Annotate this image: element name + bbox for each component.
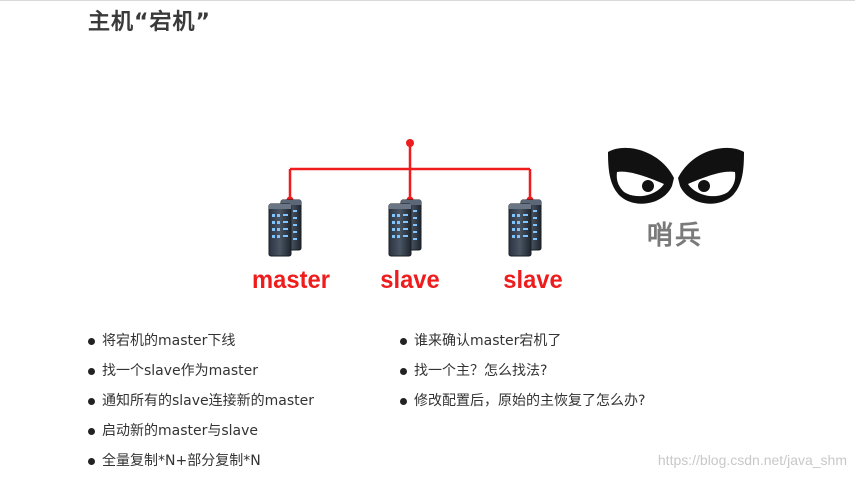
list-item: 启动新的master与slave	[88, 423, 314, 453]
server-icon	[388, 199, 422, 257]
list-item: 将宕机的master下线	[88, 333, 314, 363]
list-item-text: 修改配置后，原始的主恢复了怎么办?	[414, 393, 646, 409]
server-icon	[268, 199, 302, 257]
bullet-list-right: 谁来确认master宕机了 找一个主？怎么找法? 修改配置后，原始的主恢复了怎么…	[400, 333, 645, 423]
connection-lines	[288, 143, 532, 200]
bullet-list-left: 将宕机的master下线 找一个slave作为master 通知所有的slave…	[88, 333, 314, 483]
bullet-dot-icon	[88, 458, 95, 465]
page-title: 主机“宕机”	[88, 10, 211, 35]
bullet-dot-icon	[400, 398, 407, 405]
list-item-text: 启动新的master与slave	[102, 423, 259, 439]
node-label-slave: slave	[503, 266, 563, 294]
list-item-text: 通知所有的slave连接新的master	[102, 393, 315, 409]
node-label-master: master	[252, 266, 330, 294]
list-item-text: 找一个主？怎么找法?	[414, 363, 548, 379]
watermark: https://blog.csdn.net/java_shm	[657, 452, 847, 468]
list-item: 谁来确认master宕机了	[400, 333, 645, 363]
bullet-dot-icon	[88, 428, 95, 435]
angry-eyes-icon	[608, 147, 744, 204]
top-border	[0, 0, 855, 1]
list-item-text: 全量复制*N+部分复制*N	[102, 453, 261, 469]
node-label-slave: slave	[380, 266, 440, 294]
server-icon	[508, 199, 542, 257]
list-item: 通知所有的slave连接新的master	[88, 393, 314, 423]
list-item: 修改配置后，原始的主恢复了怎么办?	[400, 393, 645, 423]
bullet-dot-icon	[88, 398, 95, 405]
list-item-text: 将宕机的master下线	[102, 333, 236, 349]
list-item-text: 找一个slave作为master	[102, 363, 259, 379]
list-item-text: 谁来确认master宕机了	[414, 333, 562, 349]
list-item: 找一个主？怎么找法?	[400, 363, 645, 393]
bullet-dot-icon	[88, 338, 95, 345]
bullet-dot-icon	[400, 368, 407, 375]
list-item: 全量复制*N+部分复制*N	[88, 453, 314, 483]
bullet-dot-icon	[88, 368, 95, 375]
sentinel-label: 哨兵	[646, 221, 703, 251]
bullet-dot-icon	[400, 338, 407, 345]
list-item: 找一个slave作为master	[88, 363, 314, 393]
